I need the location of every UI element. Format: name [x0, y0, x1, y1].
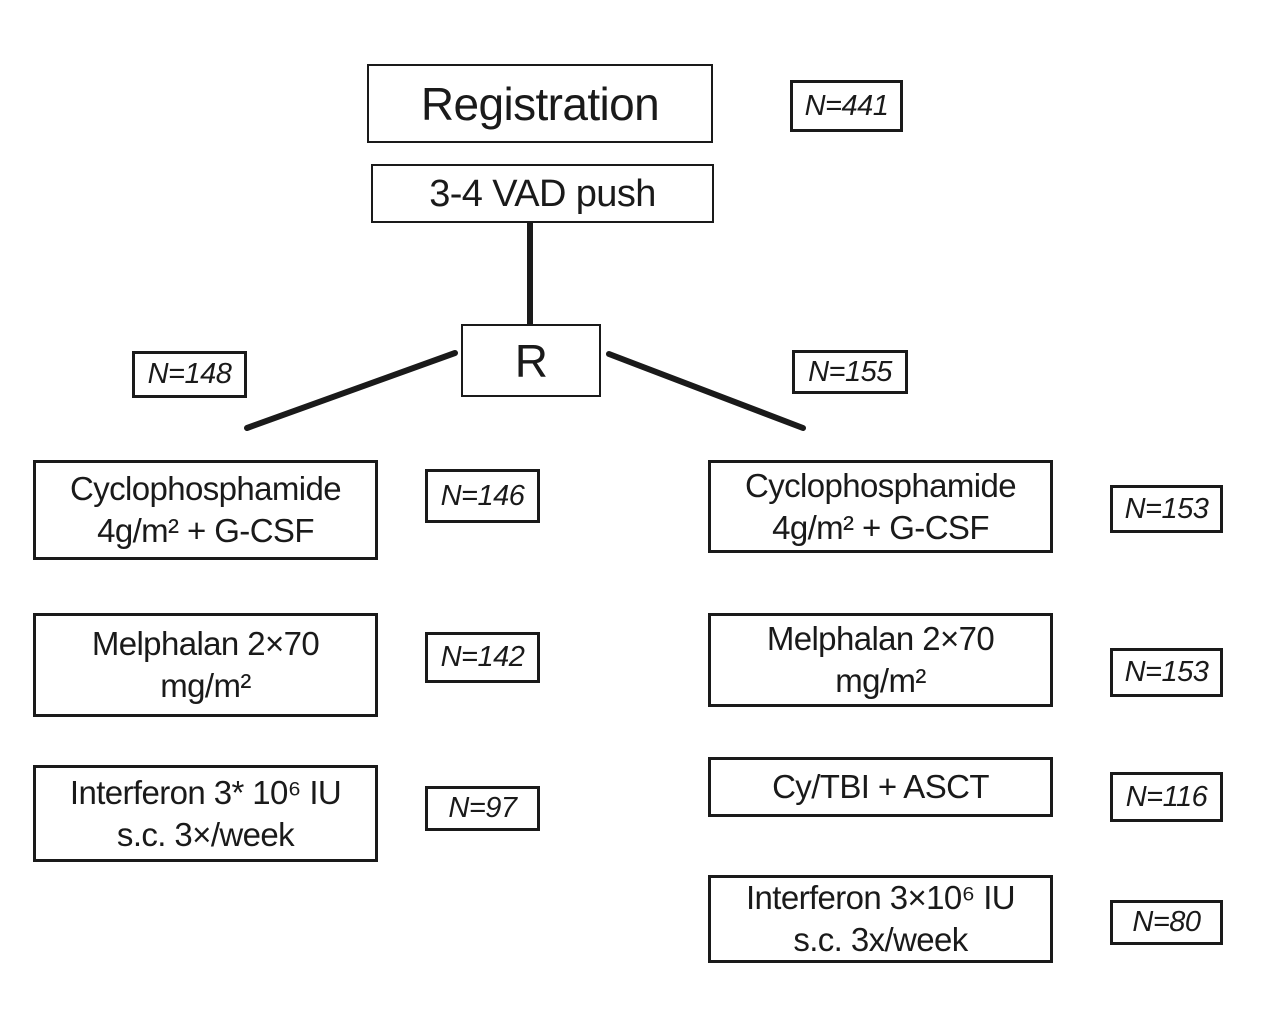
count-label: N=153: [1124, 492, 1209, 525]
treatment-line: Cyclophosphamide: [69, 470, 342, 507]
connector-r-to-right-arm: [606, 351, 806, 431]
count-label: N=142: [440, 641, 525, 673]
left-cyclophosphamide-box: Cyclophosphamide 4g/m² + G-CSF: [33, 460, 378, 560]
vad-push-box: 3-4 VAD push: [371, 164, 714, 223]
treatment-line: s.c. 3×/week: [116, 815, 295, 853]
treatment-line: Interferon 3* 10⁶ IU: [69, 773, 342, 811]
right-arm-count-label: N=155: [808, 355, 892, 388]
right-cy-tbi-asct-box: Cy/TBI + ASCT: [708, 757, 1053, 817]
right-melphalan-box: Melphalan 2×70 mg/m²: [708, 613, 1053, 707]
right-arm-count-badge: N=155: [792, 350, 908, 394]
registration-count-label: N=441: [804, 89, 889, 122]
treatment-line: mg/m²: [835, 662, 926, 699]
randomization-label: R: [514, 334, 548, 387]
treatment-line: 4g/m² + G-CSF: [772, 508, 989, 546]
right-interferon-box: Interferon 3×10⁶ IU s.c. 3x/week: [708, 875, 1053, 963]
left-arm-count-label: N=148: [147, 358, 232, 390]
treatment-line: Melphalan 2×70: [766, 620, 995, 657]
treatment-line: Cyclophosphamide: [744, 466, 1017, 504]
left-interferon-box: Interferon 3* 10⁶ IU s.c. 3×/week: [33, 765, 378, 862]
count-label: N=80: [1132, 906, 1201, 938]
randomization-box: R: [461, 324, 601, 397]
treatment-line: Cy/TBI + ASCT: [772, 768, 989, 805]
count-label: N=153: [1124, 656, 1209, 688]
left-cyclophosphamide-count-badge: N=146: [425, 469, 540, 523]
left-melphalan-box: Melphalan 2×70 mg/m²: [33, 613, 378, 717]
treatment-line: Melphalan 2×70: [91, 625, 320, 662]
registration-count-badge: N=441: [790, 80, 903, 132]
registration-label: Registration: [420, 77, 660, 130]
left-interferon-count-badge: N=97: [425, 786, 540, 831]
treatment-line: mg/m²: [160, 667, 251, 704]
right-cy-tbi-asct-count-badge: N=116: [1110, 772, 1223, 822]
registration-box: Registration: [367, 64, 713, 143]
right-cyclophosphamide-box: Cyclophosphamide 4g/m² + G-CSF: [708, 460, 1053, 553]
count-label: N=116: [1125, 780, 1208, 813]
count-label: N=97: [448, 792, 517, 824]
left-arm-count-badge: N=148: [132, 351, 247, 398]
treatment-line: Interferon 3×10⁶ IU: [745, 879, 1016, 916]
left-melphalan-count-badge: N=142: [425, 632, 540, 683]
count-label: N=146: [440, 479, 525, 512]
right-melphalan-count-badge: N=153: [1110, 648, 1223, 697]
treatment-line: 4g/m² + G-CSF: [97, 512, 314, 549]
connector-r-to-left-arm: [244, 350, 458, 431]
vad-push-label: 3-4 VAD push: [429, 172, 656, 215]
right-interferon-count-badge: N=80: [1110, 900, 1223, 945]
treatment-line: s.c. 3x/week: [793, 921, 968, 958]
right-cyclophosphamide-count-badge: N=153: [1110, 485, 1223, 533]
